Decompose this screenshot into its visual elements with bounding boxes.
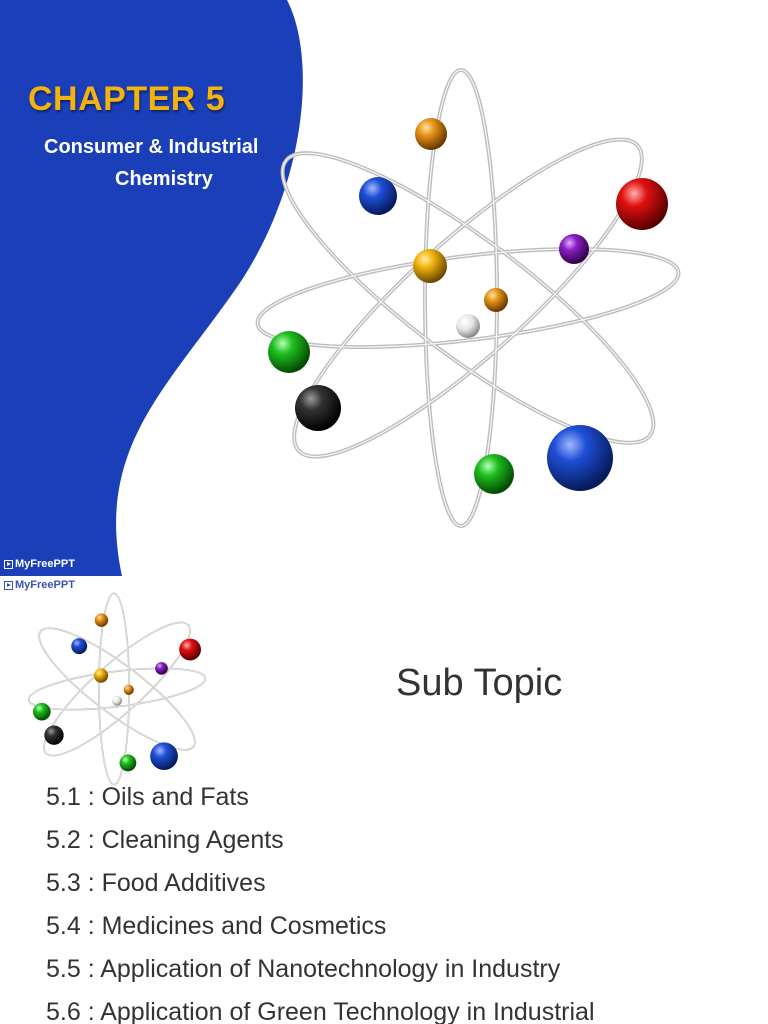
topic-list: 5.1 : Oils and Fats 5.2 : Cleaning Agent…	[46, 776, 595, 1024]
chapter-title: CHAPTER 5	[28, 80, 226, 118]
brand-label: MyFreePPT	[15, 579, 75, 591]
subtitle-line-2: Chemistry	[115, 168, 213, 190]
topic-item: 5.2 : Cleaning Agents	[46, 826, 284, 854]
topic-item: 5.4 : Medicines and Cosmetics	[46, 912, 387, 940]
play-box-icon	[4, 559, 13, 569]
subtopic-slide: MyFreePPT Sub Topic 5.1 : Oils and Fats …	[0, 576, 768, 1024]
title-slide: CHAPTER 5 Consumer & Industrial Chemistr…	[0, 0, 687, 576]
topic-item: 5.5 : Application of Nanotechnology in I…	[46, 955, 561, 983]
subtitle-line-1: Consumer & Industrial	[44, 136, 259, 158]
topic-item: 5.1 : Oils and Fats	[46, 783, 249, 811]
topic-item: 5.3 : Food Additives	[46, 869, 266, 897]
topic-item: 5.6 : Application of Green Technology in…	[46, 998, 595, 1024]
chapter-subtitle: Consumer & Industrial Chemistry	[44, 131, 304, 195]
subtopic-heading: Sub Topic	[396, 662, 563, 704]
brand-watermark: MyFreePPT	[4, 579, 75, 591]
brand-label: MyFreePPT	[15, 558, 75, 570]
brand-watermark: MyFreePPT	[4, 558, 75, 570]
blue-side-panel	[0, 0, 303, 576]
play-box-icon	[4, 580, 13, 590]
